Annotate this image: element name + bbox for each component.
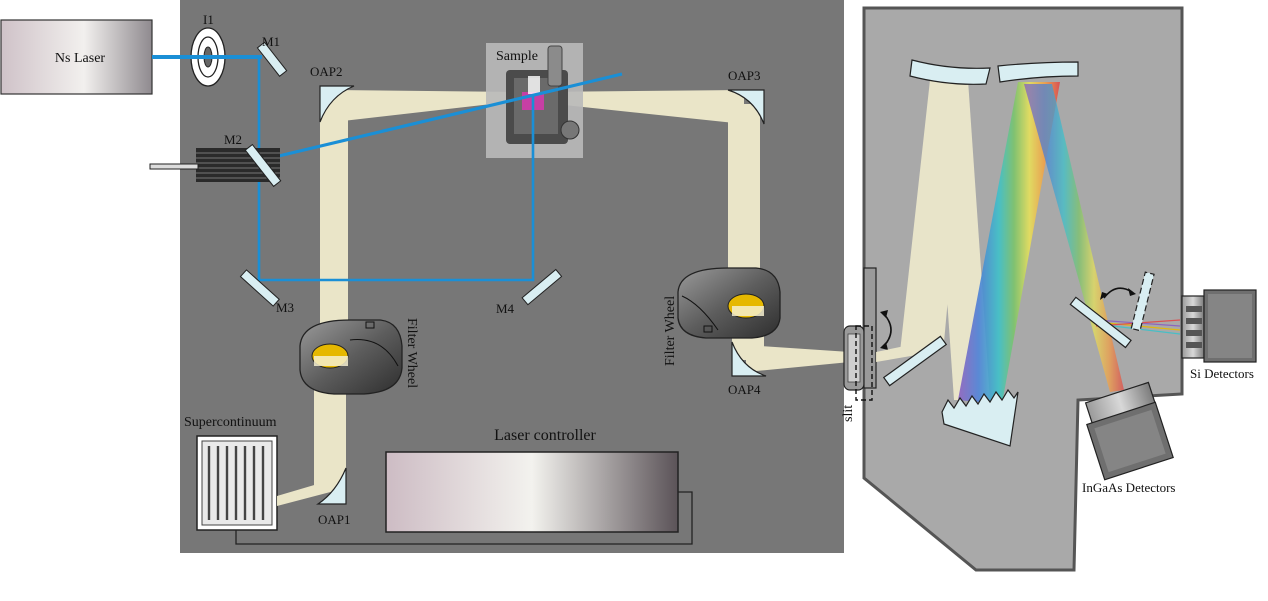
flip-arrow-head-left xyxy=(1100,292,1108,300)
laser-controller-label: Laser controller xyxy=(494,427,596,444)
oap4-mirror xyxy=(731,341,767,377)
diffraction-grating-icon xyxy=(941,388,1019,447)
dispersed-spectrum-1 xyxy=(958,82,1060,404)
controller-cable xyxy=(235,491,693,545)
mirror-m1 xyxy=(256,41,288,77)
iris-label: I1 xyxy=(203,12,214,27)
slit-arrow-head-top xyxy=(880,310,888,318)
detector-flip-mirror xyxy=(1069,296,1132,349)
slit-label: slit xyxy=(841,405,856,422)
flip-arrow-head-right xyxy=(1128,288,1136,296)
oap3-mirror xyxy=(727,89,765,125)
filter-wheel-right-icon xyxy=(677,267,781,339)
spectrometer-focusing-mirror xyxy=(997,61,1079,83)
oap4-label: OAP4 xyxy=(728,382,761,397)
ingaas-detectors-label: InGaAs Detectors xyxy=(1082,480,1176,495)
slit-arrow-head-bottom xyxy=(880,342,888,350)
supercontinuum-icon xyxy=(196,435,278,531)
mirror-m2 xyxy=(149,143,282,188)
oap3-label: OAP3 xyxy=(728,68,761,83)
slit-assembly xyxy=(843,267,877,401)
m4-label: M4 xyxy=(496,301,515,316)
filter-wheel-left-label: Filter Wheel xyxy=(404,318,419,388)
sample-stage-icon xyxy=(486,43,583,158)
m3-label: M3 xyxy=(276,300,294,315)
oap2-mirror xyxy=(319,85,355,123)
ingaas-detector-icon xyxy=(1084,381,1174,481)
ns-laser-label: Ns Laser xyxy=(55,51,105,66)
m2-label: M2 xyxy=(224,132,242,147)
detector-flip-mirror-alt xyxy=(1130,271,1155,332)
filter-wheel-right-label: Filter Wheel xyxy=(663,296,678,366)
spectrometer-fold-mirror xyxy=(882,335,948,387)
sample-label: Sample xyxy=(496,49,538,64)
oap1-mirror xyxy=(316,467,347,505)
m1-label: M1 xyxy=(262,34,280,49)
filter-wheel-left-icon xyxy=(299,319,403,395)
si-detector-icon xyxy=(1181,289,1257,363)
ns-laser-box xyxy=(0,19,153,95)
mirror-m3 xyxy=(239,269,280,307)
supercontinuum-label: Supercontinuum xyxy=(184,415,277,430)
oap1-label: OAP1 xyxy=(318,512,351,527)
si-detectors-label: Si Detectors xyxy=(1190,366,1254,381)
oap2-label: OAP2 xyxy=(310,64,343,79)
mirror-m4 xyxy=(521,268,563,306)
spectrometer-collimating-mirror xyxy=(909,59,991,85)
laser-controller-box xyxy=(385,451,679,533)
